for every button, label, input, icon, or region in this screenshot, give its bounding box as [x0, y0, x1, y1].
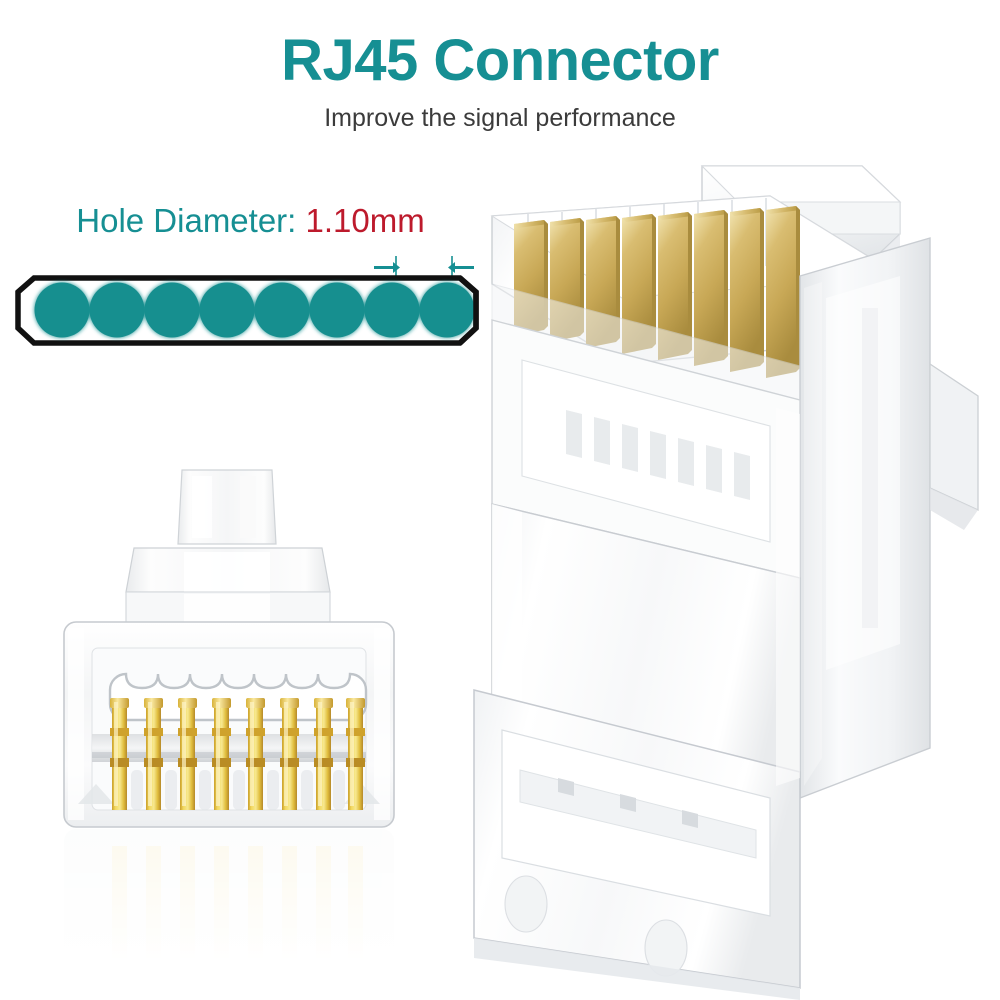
gold-pin: [144, 698, 163, 810]
small-connector-image: [34, 452, 424, 962]
gold-pin: [314, 698, 333, 810]
mid-window: [491, 319, 801, 579]
hole: [199, 282, 255, 338]
gold-pin: [178, 698, 197, 810]
page-title: RJ45 Connector: [281, 28, 719, 93]
scalloped-opening: [108, 672, 368, 722]
hole: [89, 282, 145, 338]
gold-blade: [694, 210, 728, 366]
gold-pin: [346, 698, 365, 810]
large-connector-image: [470, 158, 1000, 1000]
gold-blade: [658, 212, 692, 360]
pin-channel-group: [131, 770, 345, 810]
hole-diameter-callout: Hole Diameter: 1.10mm: [28, 204, 473, 237]
gold-blade: [622, 214, 656, 354]
latch-shoulder: [125, 547, 331, 625]
hole-diameter-diagram: [12, 248, 482, 368]
hole: [309, 282, 365, 338]
hole: [419, 282, 475, 338]
dimension-arrow-left: [374, 262, 400, 273]
dimension-arrow-right: [448, 262, 474, 273]
hole: [364, 282, 420, 338]
highlight-overlay: [776, 282, 822, 786]
dimple: [504, 875, 548, 933]
gold-pin: [280, 698, 299, 810]
hole: [144, 282, 200, 338]
hole-group: [34, 282, 475, 338]
latch-tab: [177, 469, 277, 545]
hole: [34, 282, 90, 338]
hole-diameter-label: Hole Diameter:: [76, 202, 297, 239]
gold-blade: [766, 206, 800, 378]
gold-pin: [110, 698, 129, 810]
gold-pin: [246, 698, 265, 810]
hole-diameter-value: 1.10mm: [305, 202, 425, 239]
strain-relief-housing: [473, 689, 801, 1000]
right-flank: [799, 237, 979, 800]
hole: [254, 282, 310, 338]
gold-pin: [212, 698, 231, 810]
gold-blade: [730, 208, 764, 372]
gold-pin-group: [110, 698, 365, 810]
page-subtitle: Improve the signal performance: [324, 104, 676, 132]
